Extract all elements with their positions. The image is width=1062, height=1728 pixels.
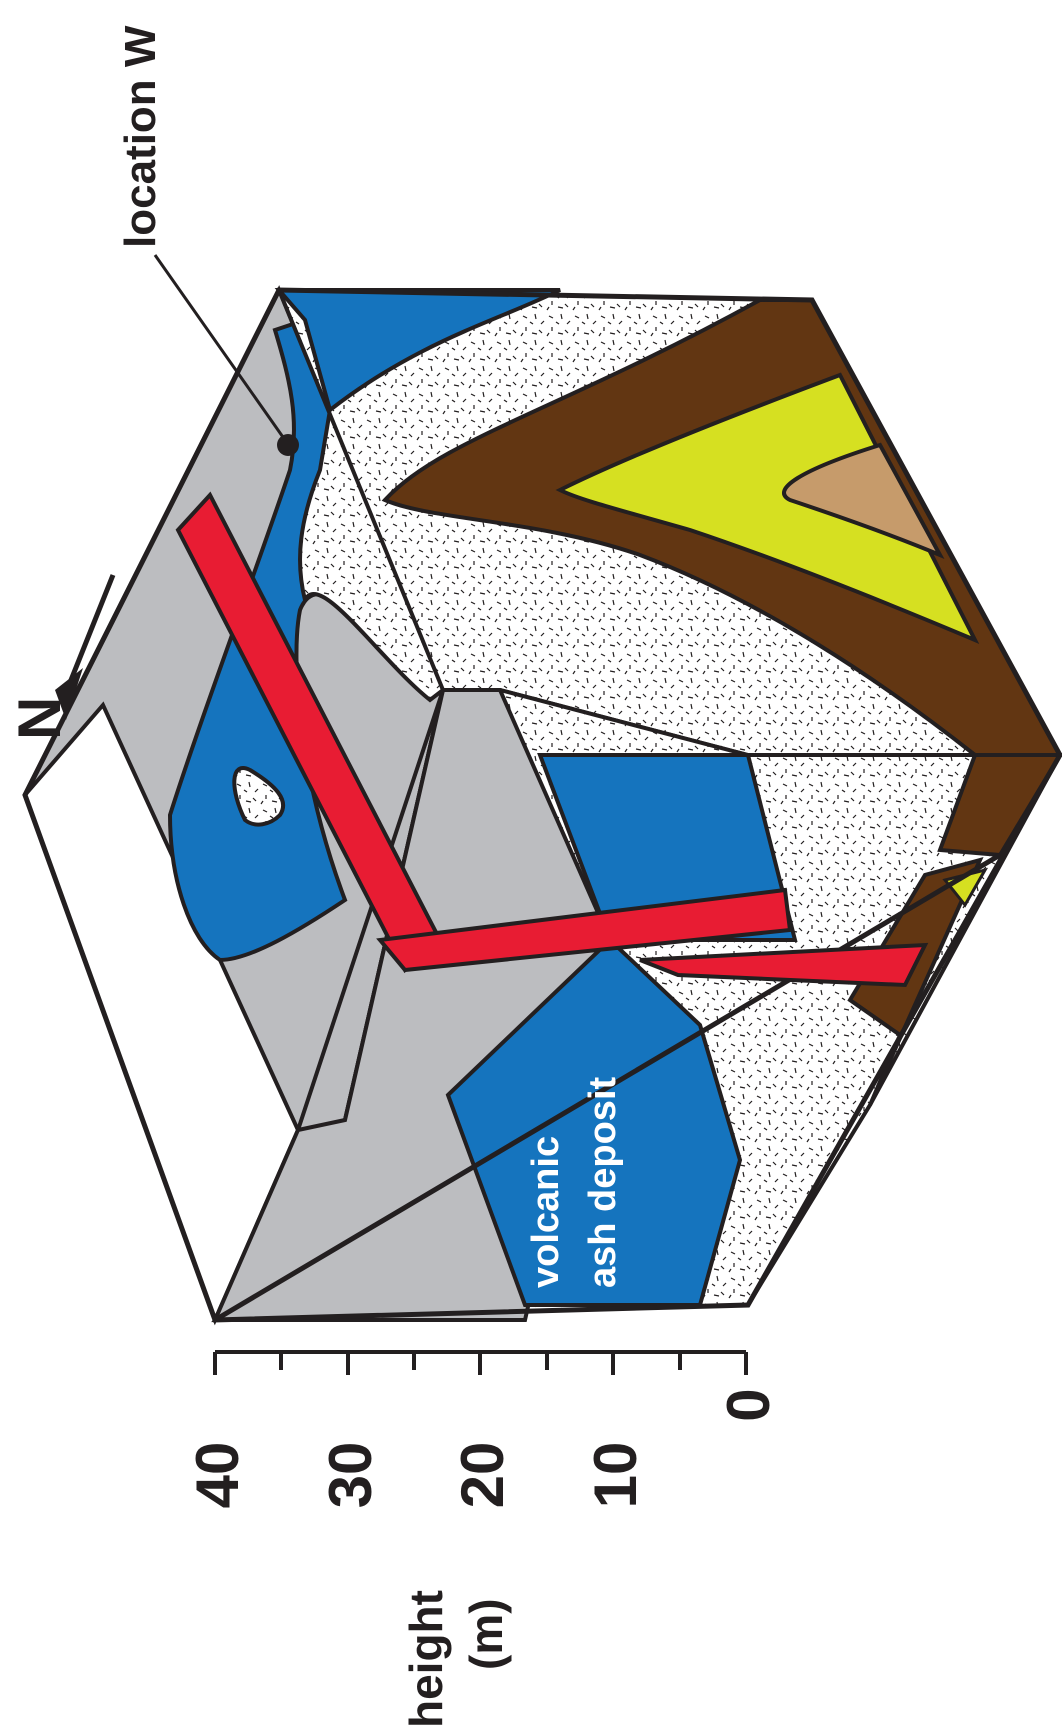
scale-tick-40: 40	[184, 1442, 251, 1509]
location-dot	[277, 434, 299, 456]
scale-tick-0: 0	[715, 1388, 782, 1421]
height-scale: 40 30 20 10 0	[184, 1352, 782, 1508]
location-w-label: location W	[116, 25, 165, 248]
ash-deposit-label-line2: ash deposit	[582, 1077, 624, 1288]
ash-deposit-label-line1: volcanic	[525, 1136, 567, 1288]
scale-tick-30: 30	[317, 1442, 384, 1509]
axis-title-line2: (m)	[460, 1598, 512, 1670]
scale-tick-20: 20	[449, 1442, 516, 1509]
scale-tick-10: 10	[582, 1442, 649, 1509]
axis-title-line1: height	[400, 1590, 452, 1728]
scale-ticks	[215, 1352, 746, 1375]
north-label: N	[6, 697, 73, 740]
